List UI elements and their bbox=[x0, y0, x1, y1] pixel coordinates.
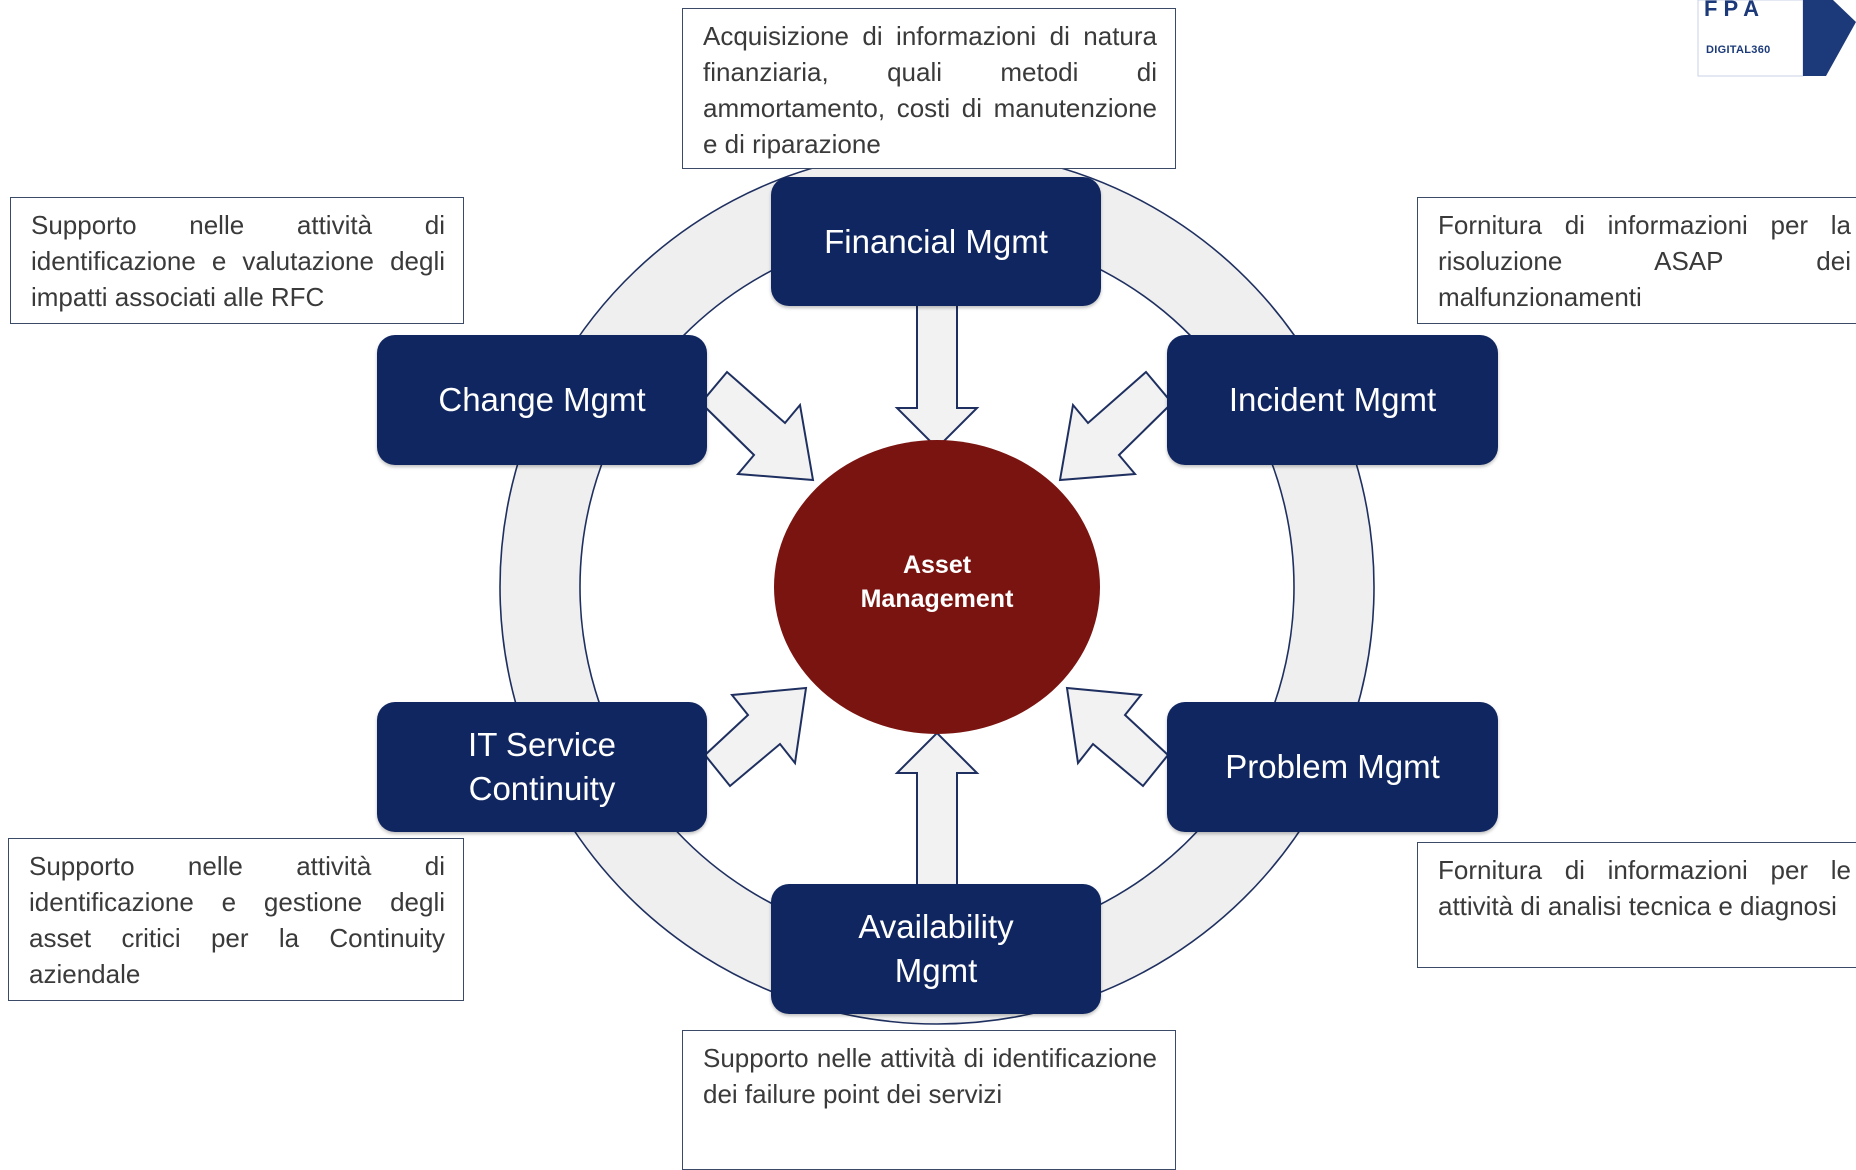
process-change-mgmt: Change Mgmt bbox=[377, 335, 707, 465]
fpa-digital360-logo: F P A DIGITAL360 bbox=[1668, 0, 1856, 80]
description-problem: Fornitura di informazioni per le attivit… bbox=[1417, 842, 1856, 968]
description-availability-text: Supporto nelle attività di identificazio… bbox=[703, 1043, 1157, 1109]
description-change-text: Supporto nelle attività di identificazio… bbox=[31, 210, 445, 312]
description-financial: Acquisizione di informazioni di natura f… bbox=[682, 8, 1176, 169]
description-incident: Fornitura di informazioni per la risoluz… bbox=[1417, 197, 1856, 324]
center-label-line1: Asset bbox=[902, 551, 972, 579]
arrow-financial bbox=[894, 282, 980, 450]
logo-text: DIGITAL360 bbox=[1706, 44, 1771, 56]
process-financial-mgmt: Financial Mgmt bbox=[771, 177, 1101, 306]
process-it-service-line2: Continuity bbox=[468, 770, 616, 807]
description-financial-text: Acquisizione di informazioni di natura f… bbox=[703, 21, 1157, 159]
process-problem-mgmt: Problem Mgmt bbox=[1167, 702, 1498, 832]
arrow-problem bbox=[1065, 686, 1170, 788]
svg-text:F P A: F P A bbox=[1704, 0, 1759, 21]
process-change-label: Change Mgmt bbox=[438, 381, 646, 418]
arrow-it-service bbox=[703, 686, 808, 788]
arrow-change bbox=[699, 370, 815, 482]
process-it-service-continuity: IT Service Continuity bbox=[377, 702, 707, 832]
process-problem-label: Problem Mgmt bbox=[1225, 748, 1440, 785]
description-it-service-text: Supporto nelle attività di identificazio… bbox=[29, 851, 445, 989]
asset-management-label: Asset Management bbox=[774, 548, 1100, 616]
asset-management-circle bbox=[774, 440, 1100, 734]
process-financial-label: Financial Mgmt bbox=[824, 222, 1048, 260]
process-incident-mgmt: Incident Mgmt bbox=[1167, 335, 1498, 465]
arrow-incident bbox=[1058, 370, 1174, 482]
description-change: Supporto nelle attività di identificazio… bbox=[10, 197, 464, 324]
description-problem-text: Fornitura di informazioni per le attivit… bbox=[1438, 855, 1851, 921]
process-incident-label: Incident Mgmt bbox=[1228, 381, 1437, 418]
process-it-service-line1: IT Service bbox=[468, 726, 616, 763]
description-availability: Supporto nelle attività di identificazio… bbox=[682, 1030, 1176, 1170]
process-availability-line2: Mgmt bbox=[894, 952, 978, 989]
center-label-line2: Management bbox=[860, 585, 1014, 613]
arrow-availability bbox=[894, 731, 980, 901]
process-availability-mgmt: Availability Mgmt bbox=[771, 884, 1101, 1014]
description-it-service: Supporto nelle attività di identificazio… bbox=[8, 838, 464, 1001]
process-availability-line1: Availability bbox=[858, 908, 1014, 945]
description-incident-text: Fornitura di informazioni per la risoluz… bbox=[1438, 210, 1851, 312]
